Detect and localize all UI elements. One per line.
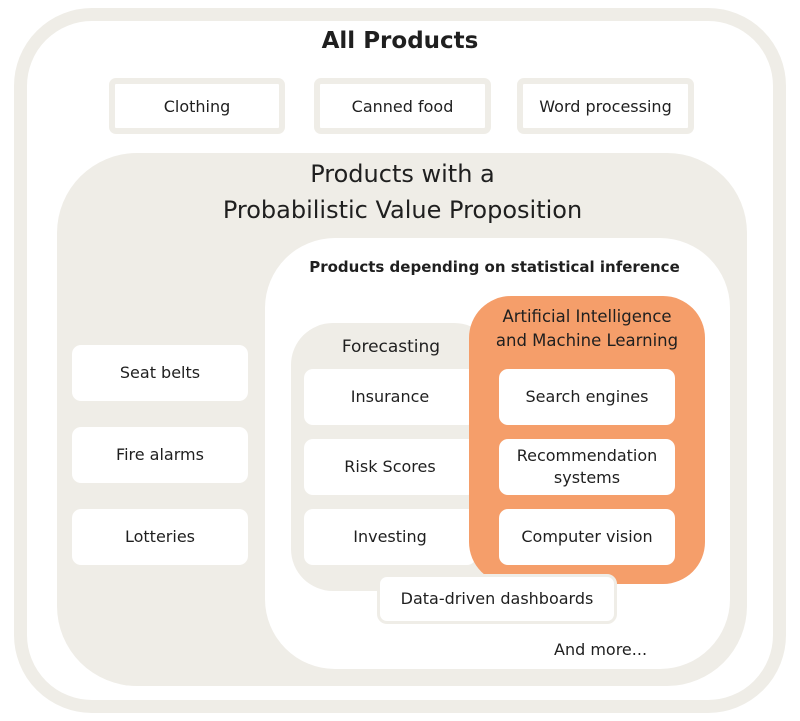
item-investing: Investing [304, 509, 476, 565]
item-risk-scores: Risk Scores [304, 439, 476, 495]
item-clothing: Clothing [109, 78, 285, 134]
probabilistic-title-line1: Products with a [310, 160, 495, 188]
item-lotteries: Lotteries [72, 509, 248, 565]
all-products-title: All Products [321, 28, 479, 54]
item-canned-food: Canned food [314, 78, 491, 134]
item-seat-belts: Seat belts [72, 345, 248, 401]
item-recommendation-systems: Recommendation systems [499, 439, 675, 495]
ai-ml-title: Artificial Intelligence and Machine Lear… [469, 305, 705, 353]
statistical-inference-title: Products depending on statistical infere… [309, 258, 680, 276]
item-word-processing: Word processing [517, 78, 694, 134]
and-more-label: And more... [554, 640, 648, 659]
probabilistic-title-line2: Probabilistic Value Proposition [222, 196, 583, 224]
forecasting-title: Forecasting [341, 337, 441, 357]
ai-ml-title-line1: Artificial Intelligence [502, 307, 672, 326]
item-fire-alarms: Fire alarms [72, 427, 248, 483]
ai-ml-title-line2: and Machine Learning [495, 330, 679, 350]
item-data-driven-dashboards: Data-driven dashboards [377, 574, 617, 624]
item-search-engines: Search engines [499, 369, 675, 425]
item-computer-vision: Computer vision [499, 509, 675, 565]
item-insurance: Insurance [304, 369, 476, 425]
